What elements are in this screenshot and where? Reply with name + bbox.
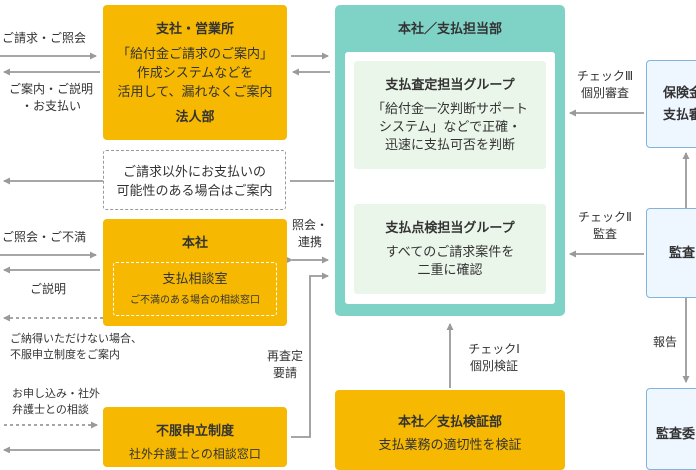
insurance-review-title: 保険金支払審 bbox=[663, 86, 696, 123]
label-inquiry-complaint: ご照会・ご不満 bbox=[2, 230, 87, 244]
branch-box: 支社・営業所 「給付金ご請求のご案内」作成システムなどを活用して、漏れなくご案内… bbox=[103, 5, 287, 140]
head-office-box: 本社 支払相談室 ご不満のある場合の相談窓口 bbox=[103, 219, 287, 326]
connector-layer bbox=[0, 52, 690, 453]
label-apply: お申し込み・社外弁護士との相談 bbox=[12, 387, 100, 416]
payment-dept-box: 本社／支払担当部 支払査定担当グループ 「給付金一次判断サポートシステム」などで… bbox=[335, 5, 565, 316]
objection-body: 社外弁護士との相談窓口 bbox=[129, 447, 261, 461]
other-payment-box: ご請求以外にお支払いの可能性のある場合はご案内 bbox=[103, 150, 286, 210]
verify-dept-body: 支払業務の適切性を検証 bbox=[378, 438, 522, 453]
label-reexam: 再査定要請 bbox=[266, 349, 303, 380]
audit-committee-box: 監査委 bbox=[646, 388, 696, 470]
consult-room-note: ご不満のある場合の相談窓口 bbox=[130, 295, 260, 306]
objection-title: 不服申立制度 bbox=[155, 424, 234, 439]
check-group-box: 支払点検担当グループ すべてのご請求案件を二重に確認 bbox=[354, 204, 546, 294]
audit-box: 監査 bbox=[646, 208, 696, 298]
verify-dept-box: 本社／支払検証部 支払業務の適切性を検証 bbox=[335, 390, 565, 470]
other-payment-text: ご請求以外にお支払いの可能性のある場合はご案内 bbox=[116, 165, 273, 199]
assess-group-box: 支払査定担当グループ 「給付金一次判断サポートシステム」などで正確・迅速に支払可… bbox=[354, 61, 546, 169]
arrow-reexam bbox=[291, 272, 329, 438]
branch-title: 支社・営業所 bbox=[155, 22, 234, 37]
consult-room-title: 支払相談室 bbox=[162, 272, 228, 287]
branch-body: 「給付金ご請求のご案内」作成システムなどを活用して、漏れなくご案内 bbox=[116, 47, 273, 100]
objection-box: 不服申立制度 社外弁護士との相談窓口 bbox=[103, 407, 287, 467]
audit-title: 監査 bbox=[669, 246, 696, 261]
assess-group-title: 支払査定担当グループ bbox=[385, 78, 515, 93]
check-group-title: 支払点検担当グループ bbox=[385, 221, 515, 236]
payment-dept-title: 本社／支払担当部 bbox=[397, 22, 502, 37]
insurance-review-box: 保険金支払審 bbox=[646, 60, 696, 148]
label-not-satisfied: ご納得いただけない場合、不服申立制度をご案内 bbox=[10, 332, 142, 361]
audit-committee-title: 監査委 bbox=[656, 427, 696, 442]
head-office-title: 本社 bbox=[181, 236, 208, 251]
label-liaison: 照会・連携 bbox=[291, 218, 328, 249]
assess-group-body: 「給付金一次判断サポートシステム」などで正確・迅速に支払可否を判断 bbox=[371, 102, 528, 153]
verify-dept-title: 本社／支払検証部 bbox=[397, 415, 502, 430]
check-group-body: すべてのご請求案件を二重に確認 bbox=[385, 245, 515, 278]
label-inquiry: ご請求・ご照会 bbox=[2, 31, 87, 45]
label-guidance: ご案内・ご説明・お支払い bbox=[8, 82, 93, 113]
payment-dept-inner: 支払査定担当グループ 「給付金一次判断サポートシステム」などで正確・迅速に支払可… bbox=[345, 52, 555, 304]
label-explanation: ご説明 bbox=[30, 282, 67, 296]
consult-room-box: 支払相談室 ご不満のある場合の相談窓口 bbox=[113, 262, 277, 316]
label-report: 報告 bbox=[653, 335, 678, 349]
branch-corp: 法人部 bbox=[175, 110, 215, 125]
